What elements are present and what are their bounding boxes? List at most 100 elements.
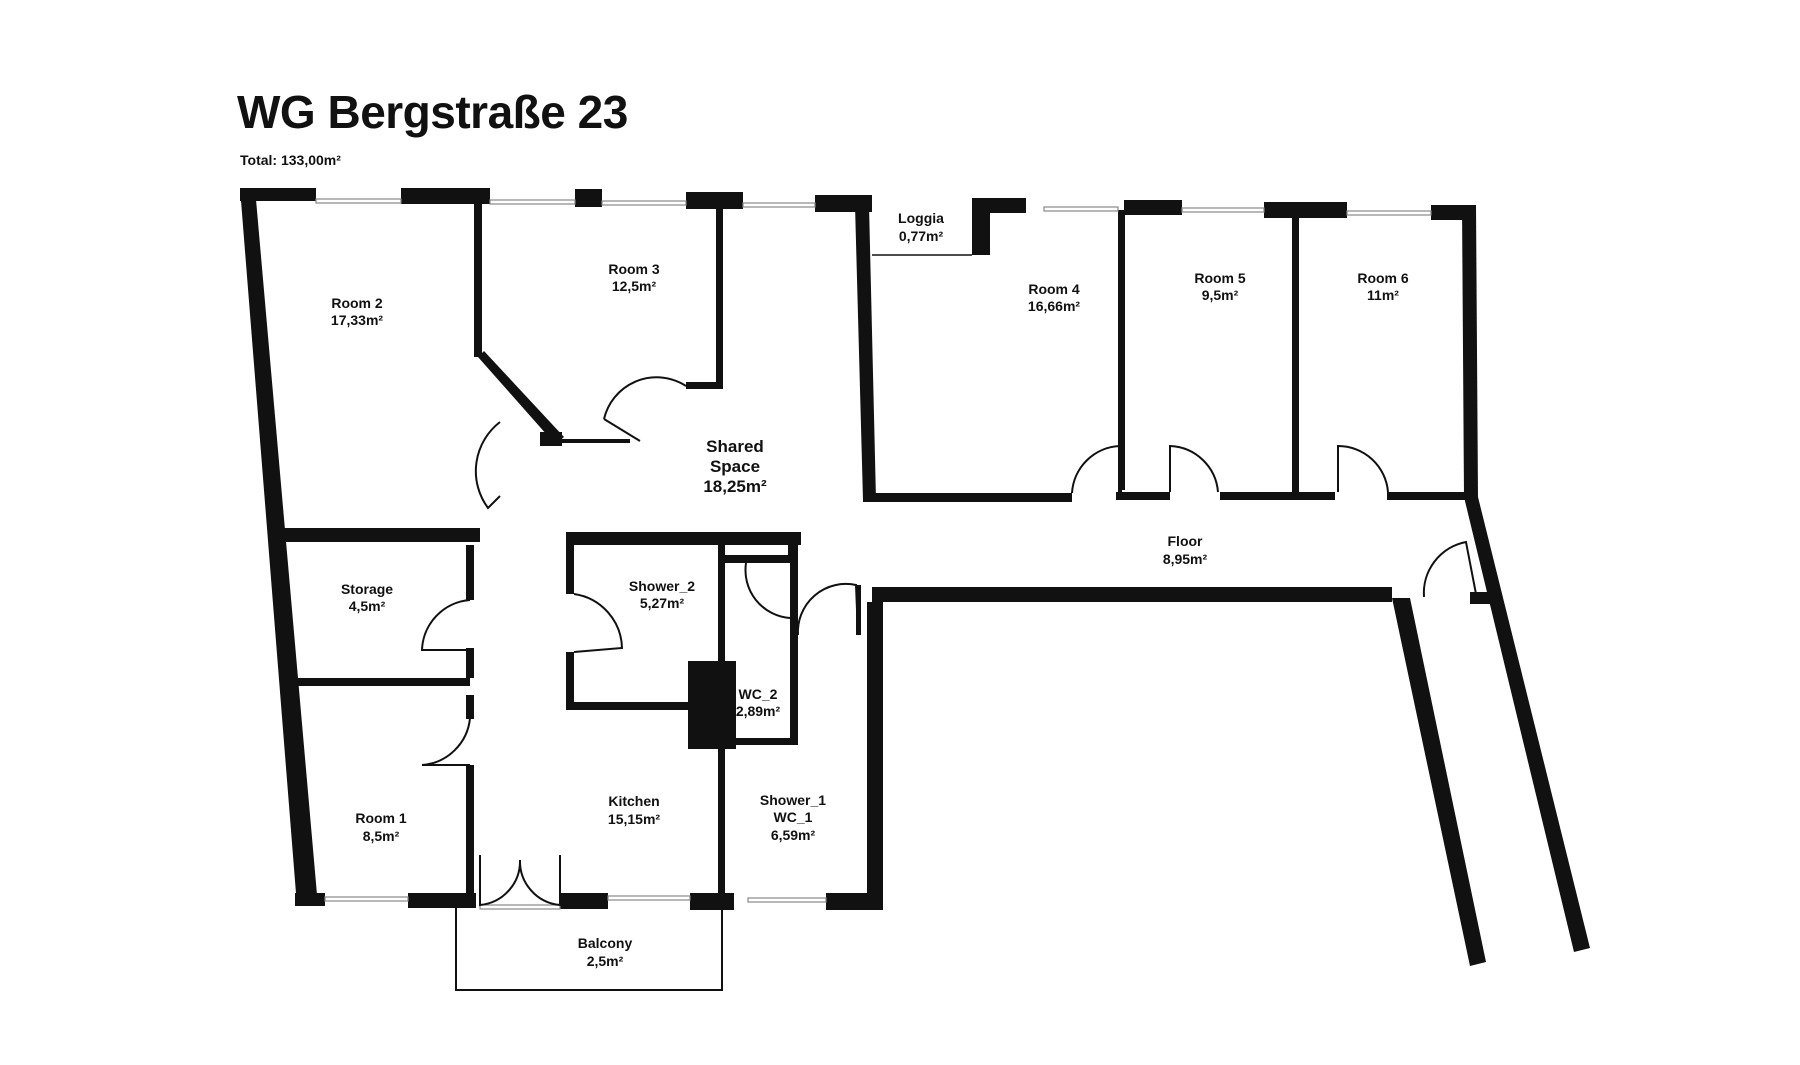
wall-bottom-3 [560,893,608,909]
window-room2 [315,198,402,204]
wall-corridor-left-1 [466,545,474,600]
shower1-name-line2: WC_1 [774,809,813,825]
wall-room2-room3 [474,200,482,357]
room6-area: 11m² [1367,287,1399,303]
walls [240,188,1590,991]
door-floor-entry [1422,540,1477,598]
wall-room4-left [855,205,876,500]
window-kitchen [607,895,691,901]
wall-top-7 [1124,200,1182,215]
wall-bottom-6 [712,893,734,910]
wall-shower2-bottom [566,702,696,710]
shower1-name-line1: Shower_1 [760,792,826,808]
window-balcony-door [479,904,561,910]
wall-top-3 [575,189,602,207]
wall-top-8 [1264,202,1347,218]
wall-bottom-2 [408,893,476,908]
wall-wc2-top [725,555,797,563]
wall-bottom-1 [295,893,325,906]
wall-room4-bottom [863,493,1072,502]
kitchen-name: Kitchen [608,793,659,809]
wall-wc2-box [688,661,736,749]
shower2-name: Shower_2 [629,578,695,594]
kitchen-area: 15,15m² [608,811,660,827]
window-room1 [324,896,409,902]
wall-corridor-left-4 [466,765,474,895]
shared-name-line1: Shared [706,437,764,456]
loggia-name: Loggia [898,210,944,226]
balcony-area: 2,5m² [587,953,624,969]
balcony-name: Balcony [578,935,633,951]
wall-wc2-right [790,620,798,745]
door-shower2 [573,593,624,653]
door-balcony-left [479,855,522,907]
loggia-area: 0,77m² [899,228,944,244]
room5-name: Room 5 [1194,270,1246,286]
wall-room45-stub [1116,492,1170,500]
door-shower1 [796,582,859,636]
wall-wc2-bottom [725,738,798,745]
wall-room4-room5 [1118,210,1125,490]
window-room4 [1043,206,1119,212]
room3-name: Room 3 [608,261,660,277]
total-area: Total: 133,00m² [240,152,341,168]
wall-room4-door-jamb [1118,440,1122,492]
window-room6 [1346,210,1432,216]
door-room4 [1071,445,1121,494]
doors [420,376,1477,907]
wall-right-diag-stub [1470,592,1490,604]
wc2-area: 2,89m² [736,703,781,719]
shared-name-line2: Space [710,457,760,476]
wall-floor-south [872,587,1392,602]
door-room5 [1169,444,1219,493]
wall-corridor-left-3 [466,695,474,719]
wall-top-2 [401,188,490,204]
plan-title: WG Bergstraße 23 [237,86,628,138]
wall-storage-room1 [290,678,470,686]
door-balcony-right [518,855,561,907]
shower1-area: 6,59m² [771,827,816,843]
wall-right-outer [1462,205,1478,497]
room2-area: 17,33m² [331,312,383,328]
windows [315,198,1432,910]
room5-area: 9,5m² [1202,287,1239,303]
wall-room3-step [686,382,723,389]
wall-room2-storage [282,528,480,542]
door-room6 [1337,444,1389,493]
door-wc2 [744,562,791,619]
room1-area: 8,5m² [363,828,400,844]
wall-right-diag-inner [1392,598,1486,966]
wall-left-outer [240,188,318,906]
window-room5 [1181,207,1265,213]
wall-room6-bottom [1387,492,1467,500]
floor-name: Floor [1168,533,1204,549]
window-shower1 [747,897,827,903]
wc2-name: WC_2 [739,686,778,702]
wall-room2-diag-end [540,432,562,446]
floor-area: 8,95m² [1163,551,1208,567]
room6-name: Room 6 [1357,270,1409,286]
window-room3-a [489,199,576,205]
shower2-area: 5,27m² [640,595,685,611]
wall-loggia-pier [972,200,990,255]
balcony-outline [455,908,723,991]
wall-top-1 [240,188,316,201]
wall-top-4 [686,192,743,209]
wall-shower2-top-right [788,532,798,562]
storage-name: Storage [341,581,393,597]
window-room3-b [601,200,687,206]
wall-corridor-left-2 [466,648,474,678]
wall-room2-diag [478,351,564,444]
wall-room5-room6 [1292,213,1299,493]
window-shared [742,202,816,208]
room2-name: Room 2 [331,295,383,311]
storage-area: 4,5m² [349,598,386,614]
shared-area: 18,25m² [703,477,767,496]
room3-area: 12,5m² [612,278,657,294]
wall-room3-right [716,205,723,387]
room-labels: Room 2 17,33m² Room 3 12,5m² Loggia 0,77… [331,210,1409,969]
door-room2 [474,421,501,510]
wall-room5-bottom [1220,492,1335,500]
wall-shower2-top [566,532,801,545]
